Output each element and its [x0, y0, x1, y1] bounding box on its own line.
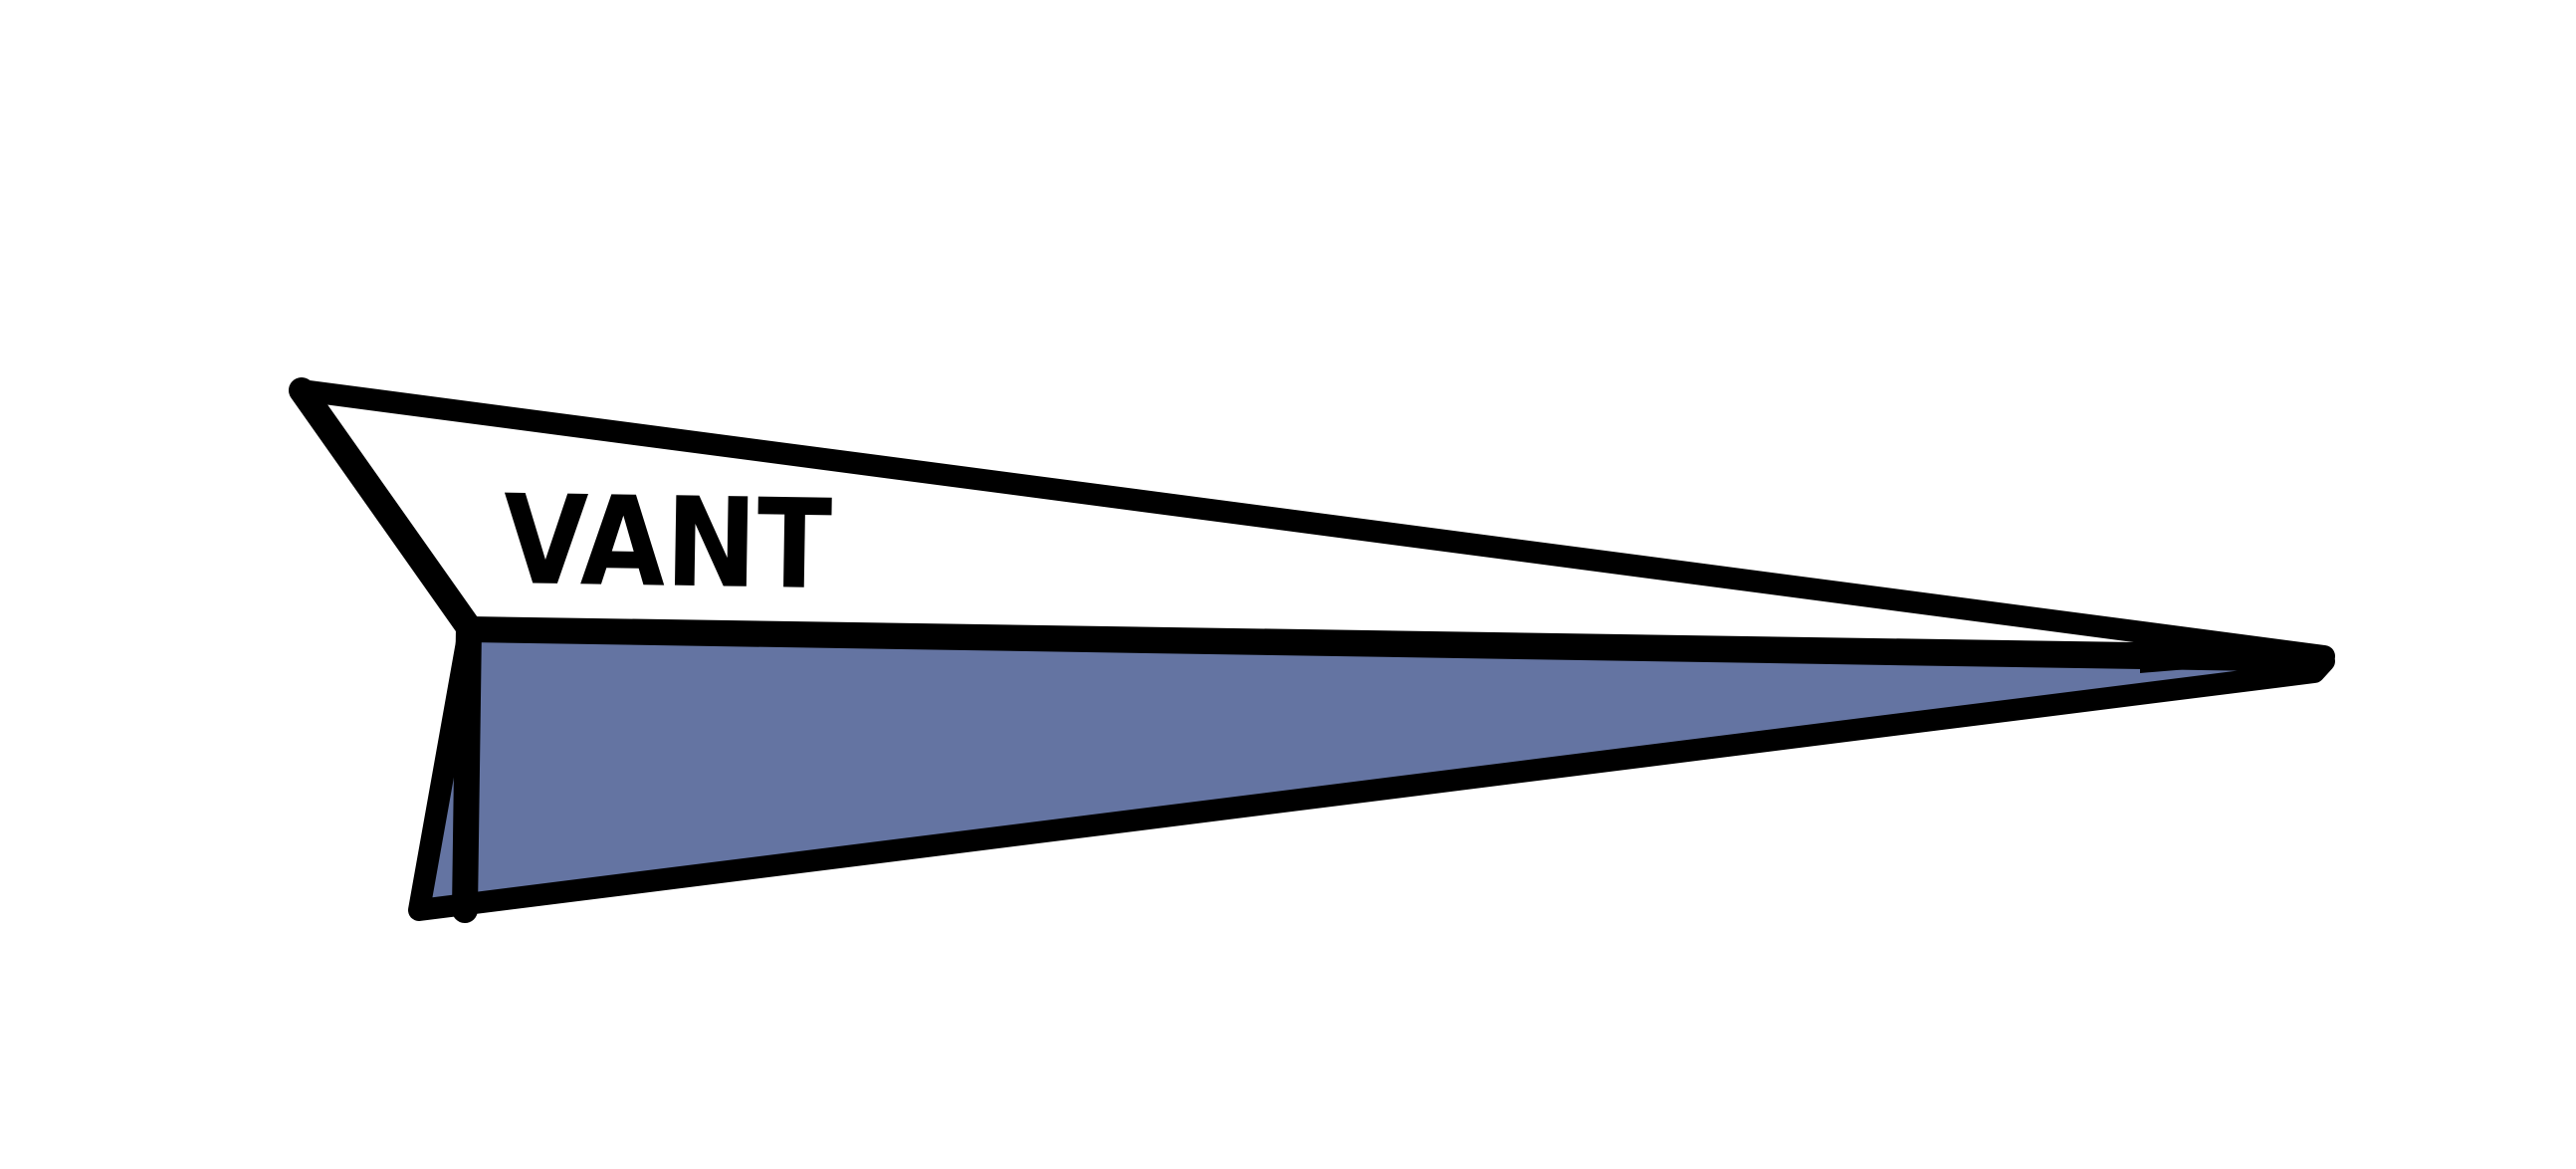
pennant-flag: VANT: [289, 377, 2335, 923]
pennant-hoist-edge: [289, 377, 482, 923]
pennant-tip: [2140, 639, 2334, 673]
flag-label: VANT: [503, 469, 833, 617]
